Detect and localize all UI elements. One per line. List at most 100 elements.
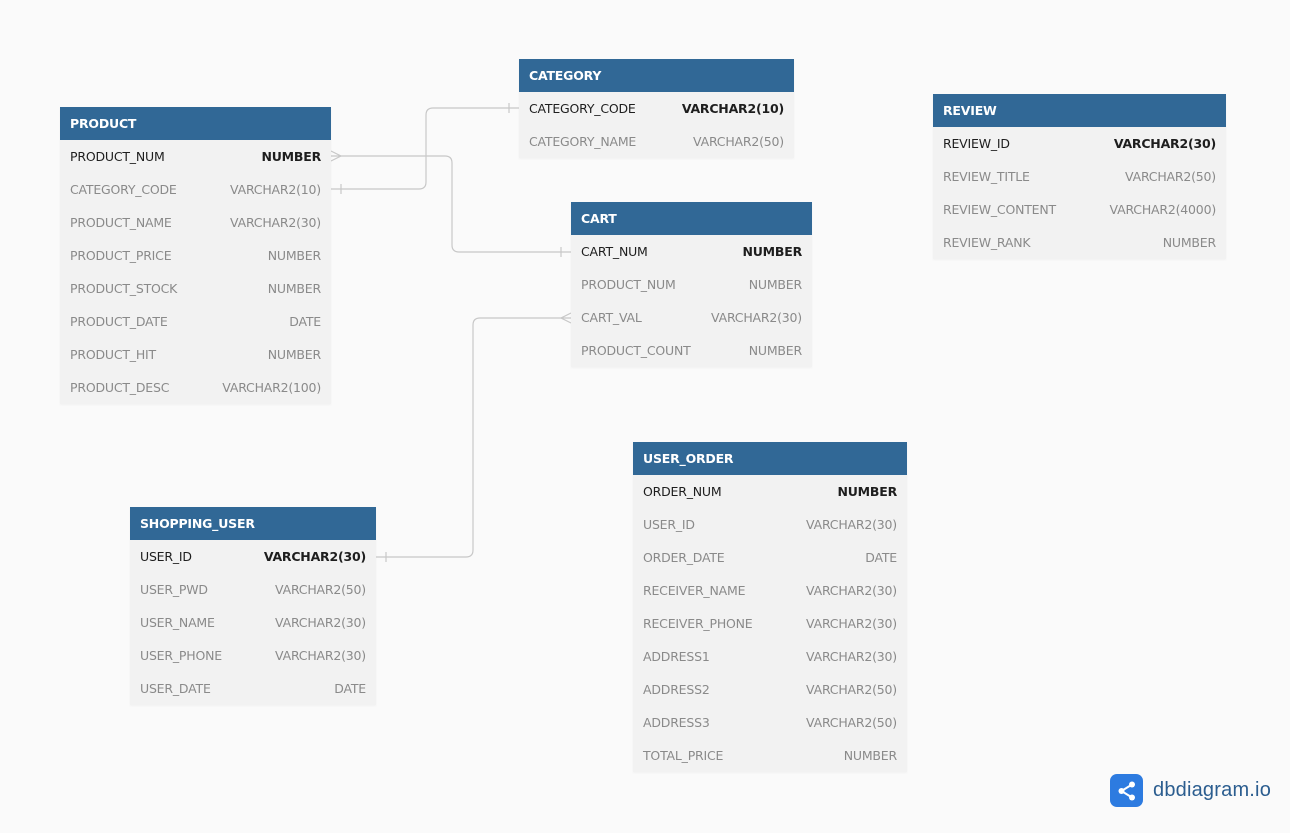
column-row[interactable]: PRODUCT_DATE DATE [60,305,331,338]
column-name: RECEIVER_NAME [643,583,746,598]
column-type: NUMBER [843,748,897,763]
column-row[interactable]: PRODUCT_HIT NUMBER [60,338,331,371]
column-row[interactable]: ADDRESS3 VARCHAR2(50) [633,706,907,739]
column-row[interactable]: CATEGORY_CODE VARCHAR2(10) [60,173,331,206]
column-type: VARCHAR2(30) [1113,136,1216,151]
column-type: VARCHAR2(30) [806,649,897,664]
column-type: VARCHAR2(50) [693,134,784,149]
column-name: REVIEW_TITLE [943,169,1030,184]
brand-logo[interactable]: dbdiagram.io [1110,774,1271,807]
relationship-product-cart[interactable] [331,155,571,253]
column-type: VARCHAR2(30) [806,583,897,598]
column-row[interactable]: PRODUCT_COUNT NUMBER [571,334,812,367]
column-type: VARCHAR2(30) [711,310,802,325]
primary-key-row[interactable]: PRODUCT_NUM NUMBER [60,140,331,173]
column-type: DATE [334,681,366,696]
many-marker-icon [559,312,572,324]
column-type: VARCHAR2(30) [275,648,366,663]
column-name: TOTAL_PRICE [643,748,724,763]
column-row[interactable]: RECEIVER_NAME VARCHAR2(30) [633,574,907,607]
column-name: PRODUCT_DATE [70,314,168,329]
column-name: USER_ID [643,517,695,532]
column-type: NUMBER [267,281,321,296]
column-row[interactable]: ORDER_DATE DATE [633,541,907,574]
column-name: PRODUCT_STOCK [70,281,178,296]
column-type: VARCHAR2(30) [275,615,366,630]
table-header[interactable]: CART [571,202,812,235]
column-type: VARCHAR2(100) [222,380,321,395]
column-type: NUMBER [748,343,802,358]
column-type: VARCHAR2(50) [806,715,897,730]
column-type: DATE [289,314,321,329]
column-name: REVIEW_CONTENT [943,202,1056,217]
column-name: PRODUCT_NUM [70,149,165,164]
column-name: PRODUCT_NAME [70,215,172,230]
column-name: USER_ID [140,549,192,564]
column-type: NUMBER [267,248,321,263]
column-name: ADDRESS2 [643,682,710,697]
table-shopping-user[interactable]: SHOPPING_USER USER_ID VARCHAR2(30) USER_PW… [130,507,376,705]
column-name: CART_NUM [581,244,648,259]
column-name: PRODUCT_HIT [70,347,156,362]
column-row[interactable]: PRODUCT_STOCK NUMBER [60,272,331,305]
many-marker-icon [330,150,343,162]
column-row[interactable]: USER_NAME VARCHAR2(30) [130,606,376,639]
column-name: PRODUCT_COUNT [581,343,691,358]
column-type: NUMBER [267,347,321,362]
column-name: REVIEW_ID [943,136,1010,151]
primary-key-row[interactable]: REVIEW_ID VARCHAR2(30) [933,127,1226,160]
column-row[interactable]: PRODUCT_PRICE NUMBER [60,239,331,272]
column-row[interactable]: TOTAL_PRICE NUMBER [633,739,907,772]
column-name: USER_PWD [140,582,208,597]
table-header[interactable]: USER_ORDER [633,442,907,475]
relationship-user-cart[interactable] [376,317,571,558]
column-name: USER_NAME [140,615,215,630]
column-name: CATEGORY_CODE [529,101,636,116]
relationship-product-category[interactable] [331,107,519,190]
table-review[interactable]: REVIEW REVIEW_ID VARCHAR2(30) REVIEW_TITLE… [933,94,1226,259]
share-nodes-icon [1110,774,1143,807]
column-name: PRODUCT_NUM [581,277,676,292]
column-type: VARCHAR2(10) [230,182,321,197]
brand-name: dbdiagram.io [1153,779,1272,801]
column-name: ORDER_DATE [643,550,725,565]
column-name: CATEGORY_CODE [70,182,177,197]
column-type: NUMBER [261,149,321,164]
column-name: PRODUCT_PRICE [70,248,172,263]
column-type: DATE [865,550,897,565]
primary-key-row[interactable]: USER_ID VARCHAR2(30) [130,540,376,573]
column-name: RECEIVER_PHONE [643,616,753,631]
table-header[interactable]: CATEGORY [519,59,794,92]
column-type: VARCHAR2(50) [275,582,366,597]
column-name: ADDRESS3 [643,715,710,730]
column-name: ORDER_NUM [643,484,722,499]
column-row[interactable]: USER_DATE DATE [130,672,376,705]
column-type: VARCHAR2(30) [263,549,366,564]
table-header[interactable]: PRODUCT [60,107,331,140]
column-row[interactable]: USER_PWD VARCHAR2(50) [130,573,376,606]
table-product[interactable]: PRODUCT PRODUCT_NUM NUMBER CATEGORY_CODE VA… [60,107,331,404]
table-header[interactable]: REVIEW [933,94,1226,127]
table-header[interactable]: SHOPPING_USER [130,507,376,540]
column-name: USER_DATE [140,681,211,696]
